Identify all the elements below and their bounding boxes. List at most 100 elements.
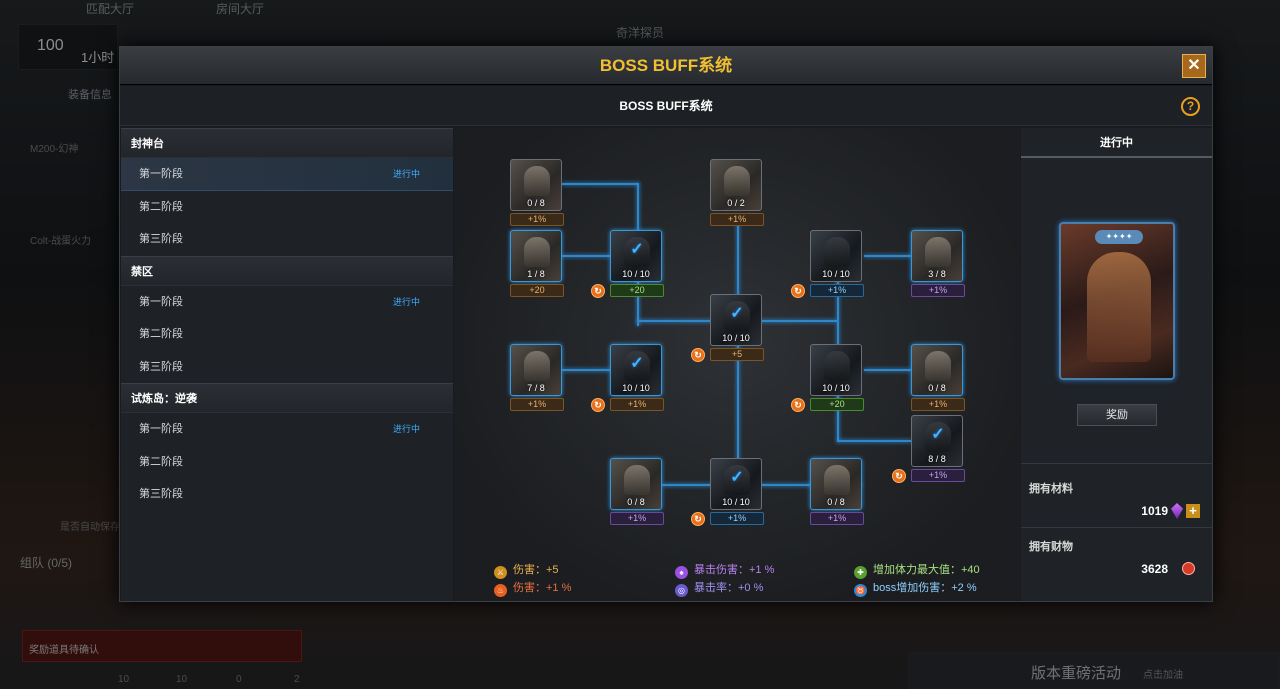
coin-icon	[1182, 562, 1195, 575]
fire-icon: ♨	[494, 584, 507, 597]
buff-node-completed[interactable]: ✓8 / 8	[911, 415, 963, 467]
reward-button[interactable]: 奖励	[1077, 404, 1157, 426]
buff-node[interactable]: 1 / 8	[510, 230, 562, 282]
status-badge: 进行中	[393, 424, 421, 434]
buff-value: +20	[810, 398, 864, 411]
tree-connector	[737, 224, 739, 506]
damage-icon: ⚔	[494, 566, 507, 579]
buff-value: +1%	[610, 512, 664, 525]
legend-item: ♠暴击伤害：+1 %	[675, 562, 774, 579]
weapon-1-label: M200-幻神	[30, 144, 79, 155]
player-rank-badge: 100 1小时	[18, 24, 118, 70]
stage-group-header: 禁区	[121, 255, 453, 286]
tree-connector	[562, 255, 612, 257]
buff-value: +1%	[911, 284, 965, 297]
equip-info-label: 装备信息	[68, 89, 112, 101]
crit-damage-icon: ♠	[675, 566, 688, 579]
reset-icon[interactable]: ↻	[791, 284, 805, 298]
stage-row[interactable]: 第一阶段 进行中	[121, 286, 453, 319]
buff-node-completed[interactable]: ✓10 / 10	[610, 344, 662, 396]
checkmark-icon: ✓	[931, 426, 945, 443]
dialog-subheader: BOSS BUFF系统 ?	[120, 86, 1212, 126]
timer-text: 1小时	[81, 50, 115, 65]
status-badge: 进行中	[393, 296, 421, 307]
buff-node[interactable]: 0 / 2	[710, 159, 762, 211]
reset-icon[interactable]: ↻	[591, 398, 605, 412]
crit-rate-icon: ◎	[675, 584, 688, 597]
bottom-count-1: 10	[118, 674, 130, 685]
materials-value: 1019	[1141, 504, 1168, 518]
bottom-count-4: 2	[294, 674, 300, 685]
buff-node-completed[interactable]: 10 / 10	[810, 230, 862, 282]
help-icon[interactable]: ?	[1181, 97, 1200, 116]
reset-icon[interactable]: ↻	[691, 348, 705, 362]
tab-match-hall[interactable]: 匹配大厅	[85, 2, 134, 16]
reset-icon[interactable]: ↻	[892, 469, 906, 483]
stage-row[interactable]: 第一阶段进行中	[121, 158, 453, 191]
buff-tree: 0 / 8 +1% 0 / 2 +1% 1 / 8 +20 ✓10 / 10 ↻…	[454, 128, 1020, 601]
buff-node[interactable]: 3 / 8	[911, 230, 963, 282]
buff-node[interactable]: 0 / 8	[810, 458, 862, 510]
buff-value: +5	[710, 348, 764, 361]
stage-label: 第一阶段	[139, 423, 183, 435]
event-banner[interactable]: 版本重磅活动 点击加油	[908, 652, 1280, 689]
boss-card[interactable]: ✦✦✦✦	[1059, 222, 1175, 380]
buff-node[interactable]: 0 / 8	[610, 458, 662, 510]
auto-save-label[interactable]: 是否自动保存	[60, 522, 120, 533]
tree-connector	[864, 255, 912, 257]
buff-node-completed[interactable]: ✓10 / 10	[710, 294, 762, 346]
stage-row[interactable]: 第三阶段	[121, 351, 453, 384]
buff-node[interactable]: 7 / 8	[510, 344, 562, 396]
reward-confirm-banner[interactable]: 奖励道具待确认	[22, 630, 302, 662]
buff-value: +1%	[710, 512, 764, 525]
reset-icon[interactable]: ↻	[791, 398, 805, 412]
tab-room-hall[interactable]: 房间大厅	[215, 2, 264, 16]
boss-panel: 进行中 ✦✦✦✦ 奖励 拥有材料 1019 + 拥有财物 3628	[1021, 128, 1212, 601]
dialog-title-bar: BOSS BUFF系统 ✕	[120, 47, 1212, 85]
boss-buff-dialog: BOSS BUFF系统 ✕ BOSS BUFF系统 ? 封神台 第一阶段进行中 …	[119, 46, 1213, 602]
stage-row[interactable]: 第三阶段	[121, 223, 453, 256]
buff-node[interactable]: 0 / 8	[510, 159, 562, 211]
buff-value: +1%	[510, 213, 564, 226]
buff-node-completed[interactable]: ✓10 / 10	[710, 458, 762, 510]
buff-node-completed[interactable]: 10 / 10	[810, 344, 862, 396]
wealth-value: 3628	[1141, 562, 1168, 576]
gem-icon	[1171, 503, 1183, 519]
status-badge: 进行中	[393, 169, 421, 179]
tree-connector	[562, 183, 639, 185]
divider	[1021, 527, 1212, 528]
divider	[1021, 463, 1212, 464]
add-materials-button[interactable]: +	[1186, 504, 1200, 518]
stage-row[interactable]: 第三阶段	[121, 478, 453, 511]
weapon-2-label: Colt-战蛋火力	[30, 236, 92, 247]
star-rank-icon: ✦✦✦✦	[1095, 230, 1143, 244]
buff-node[interactable]: 0 / 8	[911, 344, 963, 396]
reset-icon[interactable]: ↻	[591, 284, 605, 298]
buff-node-completed[interactable]: ✓10 / 10	[610, 230, 662, 282]
tab-agent[interactable]: 奇洋探员	[615, 26, 664, 40]
boss-status: 进行中	[1021, 128, 1212, 158]
dialog-subtitle: BOSS BUFF系统	[619, 99, 713, 113]
materials-label: 拥有材料	[1029, 483, 1073, 495]
stage-label: 第一阶段	[139, 295, 183, 308]
wealth-label: 拥有财物	[1029, 541, 1073, 553]
reset-icon[interactable]: ↻	[691, 512, 705, 526]
buff-value: +1%	[710, 213, 764, 226]
stage-label: 第二阶段	[139, 200, 183, 213]
stage-row[interactable]: 第二阶段	[121, 191, 453, 224]
tree-connector	[837, 440, 912, 442]
stage-row[interactable]: 第二阶段	[121, 318, 453, 351]
stage-list: 封神台 第一阶段进行中 第二阶段 第三阶段 禁区 第一阶段进行中 第二阶段 第三…	[121, 128, 453, 601]
stage-label: 第二阶段	[139, 455, 183, 468]
buff-value: +20	[610, 284, 664, 297]
tree-connector	[562, 369, 612, 371]
stage-row[interactable]: 第二阶段	[121, 446, 453, 479]
buff-value: +20	[510, 284, 564, 297]
close-button[interactable]: ✕	[1182, 54, 1206, 78]
stage-row[interactable]: 第一阶段 进行中	[121, 413, 453, 446]
team-label: 组队 (0/5)	[20, 556, 73, 570]
dialog-title: BOSS BUFF系统	[599, 56, 733, 75]
boss-portrait	[1087, 252, 1151, 362]
checkmark-icon: ✓	[630, 355, 644, 372]
buff-value: +1%	[810, 284, 864, 297]
